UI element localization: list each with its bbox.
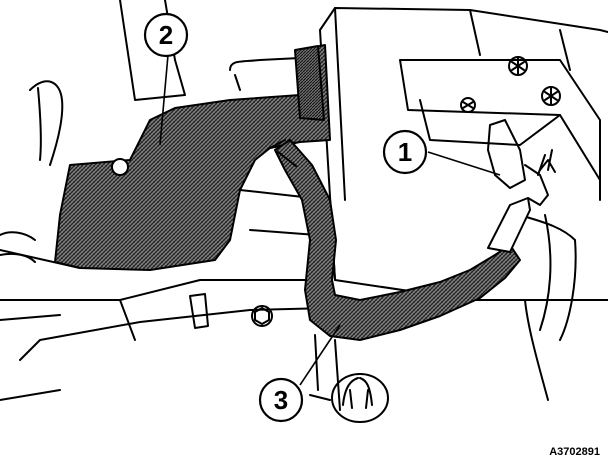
lower-strap [309,334,341,411]
callout-2-label: 2 [159,20,173,50]
mount-bolt [251,305,273,327]
callout-1: 1 [382,129,428,175]
leader-3 [299,324,341,386]
cable-harness [274,139,521,341]
cell-caps [460,56,561,113]
callout-3: 3 [258,377,304,423]
cable-lead [269,139,297,167]
battery-terminal [487,119,556,206]
lower-floor [0,249,331,401]
cover-panel-mount [294,45,325,121]
figure-reference-id: A3702891 [549,446,600,458]
left-hose [29,80,64,166]
small-clip [189,293,209,329]
bracket [229,57,301,91]
callout-2: 2 [143,12,189,58]
panel-hole [111,158,129,176]
leader-1 [427,151,501,176]
right-hose [519,214,577,401]
battery-housing [319,7,608,301]
callout-3-label: 3 [274,385,288,415]
push-clip [331,373,389,423]
callout-1-label: 1 [398,137,412,167]
leader-2 [159,54,169,146]
cable-end-lug [487,197,531,253]
